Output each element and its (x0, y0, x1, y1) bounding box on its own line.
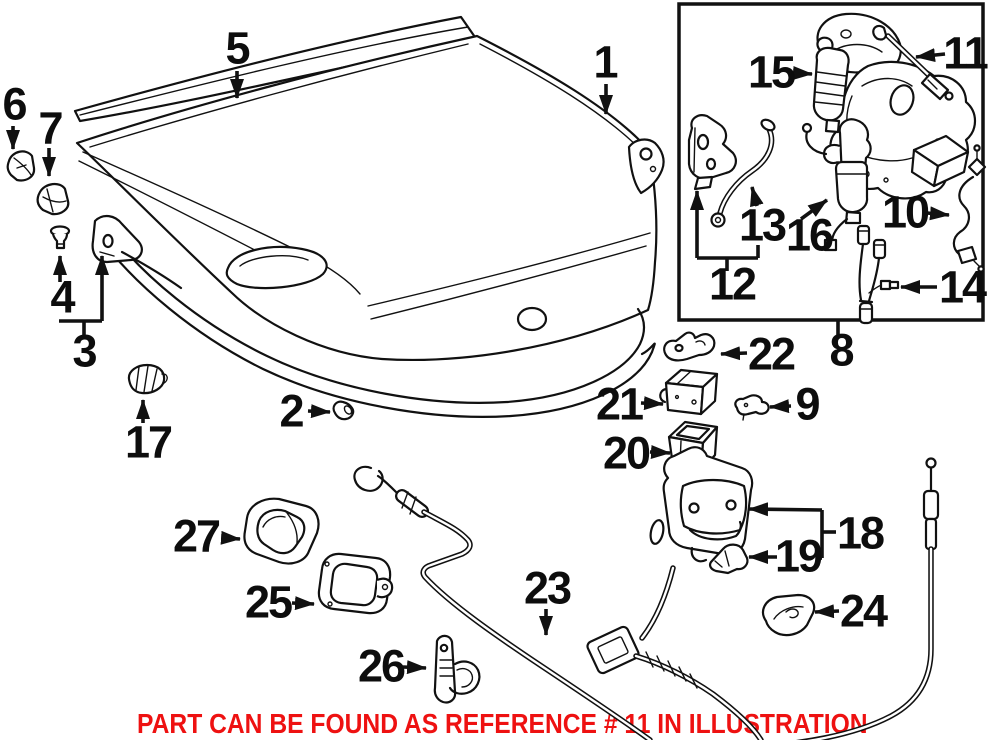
clip-part17-drawing (127, 363, 168, 395)
bracket-part12-drawing (687, 114, 737, 191)
hinge-part3-drawing (91, 214, 183, 290)
right-cable-drawing (795, 457, 940, 740)
pin-part4-drawing (49, 225, 71, 250)
plate-part22-drawing (663, 331, 716, 362)
bezel-part27-drawing (243, 497, 320, 565)
cable-part13-drawing (710, 118, 776, 228)
release-cable-part23-drawing (353, 465, 653, 740)
gas-strut-part11-drawing (872, 24, 954, 101)
latch-part18-drawing (649, 446, 754, 563)
latch-cable-drawing (586, 565, 764, 740)
handle-part25-drawing (317, 552, 394, 615)
harness-part14-drawing (856, 224, 900, 325)
pump-part16-drawing (801, 118, 872, 252)
clip-part9-drawing (734, 394, 770, 421)
clip-part2-drawing (332, 400, 355, 421)
wedge-part24-drawing (761, 593, 816, 637)
rod-part10-drawing (952, 144, 987, 273)
clip-part6-drawing (6, 150, 36, 182)
actuator-part15-drawing (812, 36, 850, 134)
clip-part7-drawing (36, 182, 70, 216)
clip-part19-drawing (708, 543, 749, 575)
hook-part26-drawing (433, 634, 481, 704)
leader-arrow-layer (6, 48, 950, 675)
trunk-lid-drawing (75, 34, 665, 361)
cover-part21-drawing (659, 368, 719, 416)
inset-box (677, 2, 987, 325)
